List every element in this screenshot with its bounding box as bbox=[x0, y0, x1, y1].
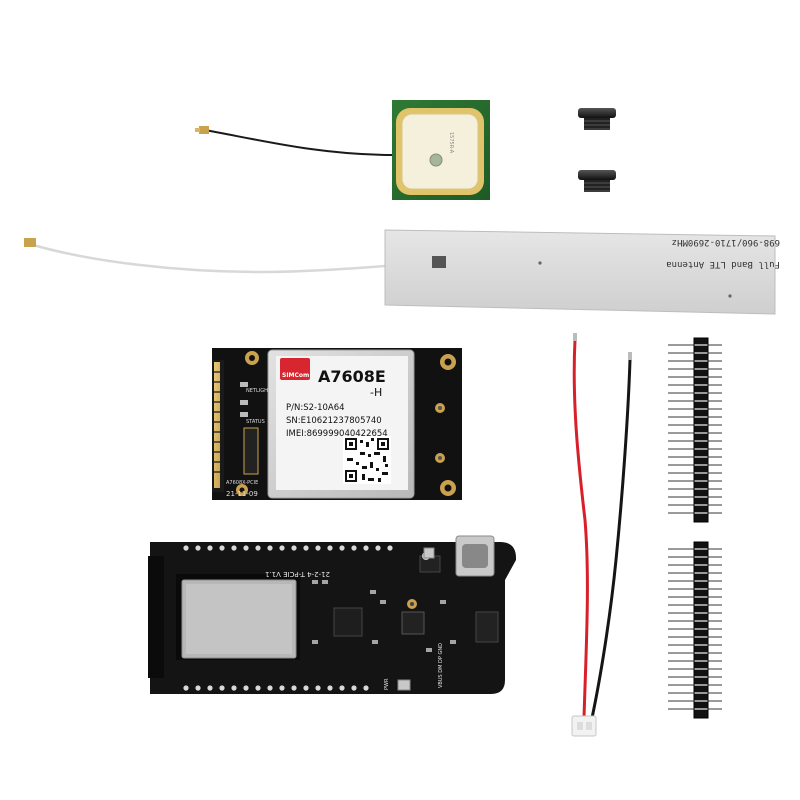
lte-ufl-connector bbox=[24, 238, 36, 247]
gps-feed-point bbox=[429, 153, 443, 167]
modem-netlight-label: NETLIGHT bbox=[246, 388, 272, 394]
modem-pn: P/N:S2-10A64 bbox=[286, 403, 345, 413]
modem-board-date: 21-11-09 bbox=[226, 490, 258, 498]
lte-label-freq: 698-960/1710-2690MHz bbox=[672, 237, 780, 247]
lte-flex-pcb bbox=[384, 229, 776, 315]
lte-label-band: Full Band LTE Antenna bbox=[666, 259, 780, 269]
qr-code-icon bbox=[343, 436, 391, 484]
usb-bridge-chip bbox=[333, 607, 363, 637]
modem-model: A7608E bbox=[318, 367, 386, 386]
lte-feed-pad bbox=[432, 256, 446, 268]
pin-header-1 bbox=[668, 337, 722, 523]
t-pcie-main-board: 21-2-4 T-PCIE V1.1 VBUS DM DP GND PWR bbox=[148, 535, 516, 694]
gps-antenna: 1575R-A bbox=[195, 100, 490, 200]
modem-imei: IMEI:869999040422654 bbox=[286, 429, 388, 439]
modem-edge-connector bbox=[214, 362, 220, 488]
modem-board-label: A7608X-PCIE bbox=[226, 480, 258, 486]
screw-2 bbox=[578, 170, 616, 192]
power-button[interactable] bbox=[397, 679, 411, 691]
board-silk-pwr: PWR bbox=[384, 678, 390, 690]
simcom-logo-text: SIMCom bbox=[282, 372, 309, 379]
simcom-logo-icon bbox=[280, 358, 310, 380]
pin-header-2 bbox=[668, 541, 722, 719]
board-silk-usb: VBUS DM DP GND bbox=[438, 643, 444, 688]
board-silk-version: 21-2-4 T-PCIE V1.1 bbox=[265, 570, 330, 578]
screw-1 bbox=[578, 108, 616, 130]
modem-sn: SN:E10621237805740 bbox=[286, 416, 382, 426]
modem-status-label: STATUS bbox=[246, 419, 265, 425]
lte-antenna: Full Band LTE Antenna 698-960/1710-2690M… bbox=[24, 229, 780, 315]
gps-label: 1575R-A bbox=[448, 132, 454, 154]
gps-cable bbox=[204, 129, 393, 156]
reset-button[interactable] bbox=[423, 547, 435, 559]
gps-ufl-connector bbox=[199, 126, 209, 134]
lte-cable bbox=[29, 242, 441, 274]
inductor-icon bbox=[401, 611, 425, 635]
modem-model-suffix: -H bbox=[370, 386, 382, 399]
red-wire bbox=[572, 339, 589, 719]
jst-connector-icon bbox=[571, 715, 597, 737]
bottom-pin-row bbox=[183, 685, 369, 691]
battery-cable bbox=[571, 333, 632, 737]
a7608-modem-card: NETLIGHT STATUS A7608X-PCIE 21-11-09 SIM… bbox=[212, 348, 462, 500]
black-wire bbox=[590, 359, 632, 719]
top-pin-row bbox=[183, 545, 393, 551]
